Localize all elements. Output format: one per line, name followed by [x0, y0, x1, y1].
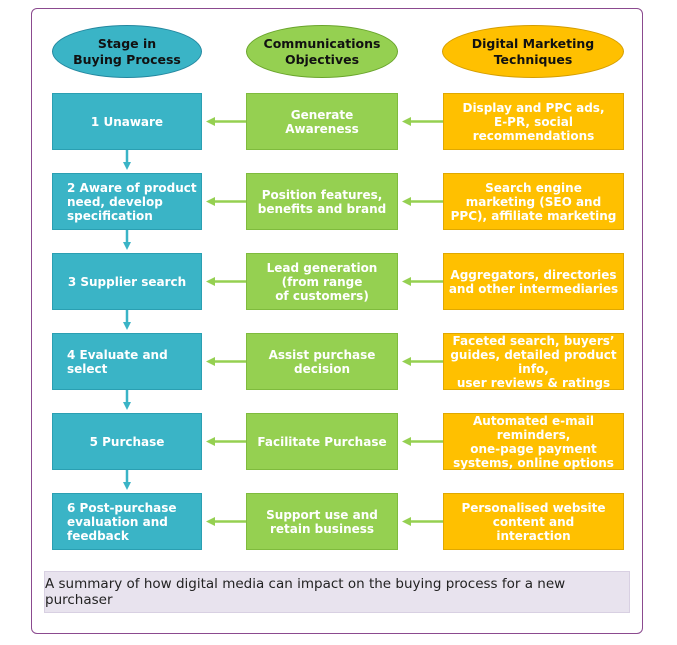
stage-box-4: 4 Evaluate and select — [52, 333, 202, 390]
stage-box-5: 5 Purchase — [52, 413, 202, 470]
stage-box-1: 1 Unaware — [52, 93, 202, 150]
header-comms: Communications Objectives — [246, 25, 398, 78]
technique-box-2: Search engine marketing (SEO and PPC), a… — [443, 173, 624, 230]
header-stage: Stage in Buying Process — [52, 25, 202, 78]
objective-box-3: Lead generation (from range of customers… — [246, 253, 398, 310]
header-digital: Digital Marketing Techniques — [442, 25, 624, 78]
technique-box-5: Automated e-mail reminders, one-page pay… — [443, 413, 624, 470]
technique-box-1: Display and PPC ads, E-PR, social recomm… — [443, 93, 624, 150]
technique-box-6: Personalised website content and interac… — [443, 493, 624, 550]
caption: A summary of how digital media can impac… — [44, 571, 630, 613]
objective-box-1: Generate Awareness — [246, 93, 398, 150]
objective-box-6: Support use and retain business — [246, 493, 398, 550]
technique-box-4: Faceted search, buyers’ guides, detailed… — [443, 333, 624, 390]
technique-box-3: Aggregators, directories and other inter… — [443, 253, 624, 310]
diagram-frame — [31, 8, 643, 634]
stage-box-6: 6 Post-purchase evaluation and feedback — [52, 493, 202, 550]
objective-box-4: Assist purchase decision — [246, 333, 398, 390]
objective-box-5: Facilitate Purchase — [246, 413, 398, 470]
stage-box-2: 2 Aware of product need, develop specifi… — [52, 173, 202, 230]
stage-box-3: 3 Supplier search — [52, 253, 202, 310]
objective-box-2: Position features, benefits and brand — [246, 173, 398, 230]
